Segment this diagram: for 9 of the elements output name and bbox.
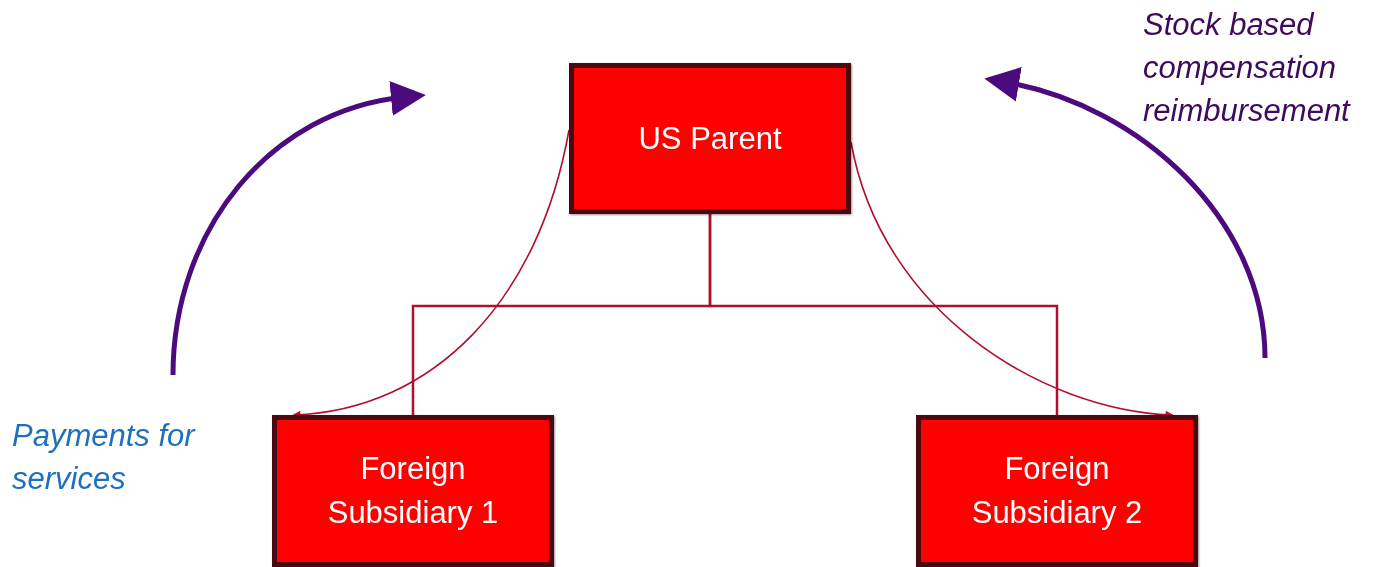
entity-box <box>272 415 554 567</box>
entity-box <box>569 63 851 214</box>
flow-label: Stock based compensation reimbursement <box>1143 6 1352 130</box>
connector-line <box>708 214 1059 415</box>
entity-name: Foreign Subsidiary 1 <box>326 450 500 532</box>
entity-box <box>916 415 1198 567</box>
flow-label: Payments for services <box>12 417 197 498</box>
entity-name: Foreign Subsidiary 2 <box>970 450 1144 532</box>
entity-name: US Parent <box>637 119 783 158</box>
